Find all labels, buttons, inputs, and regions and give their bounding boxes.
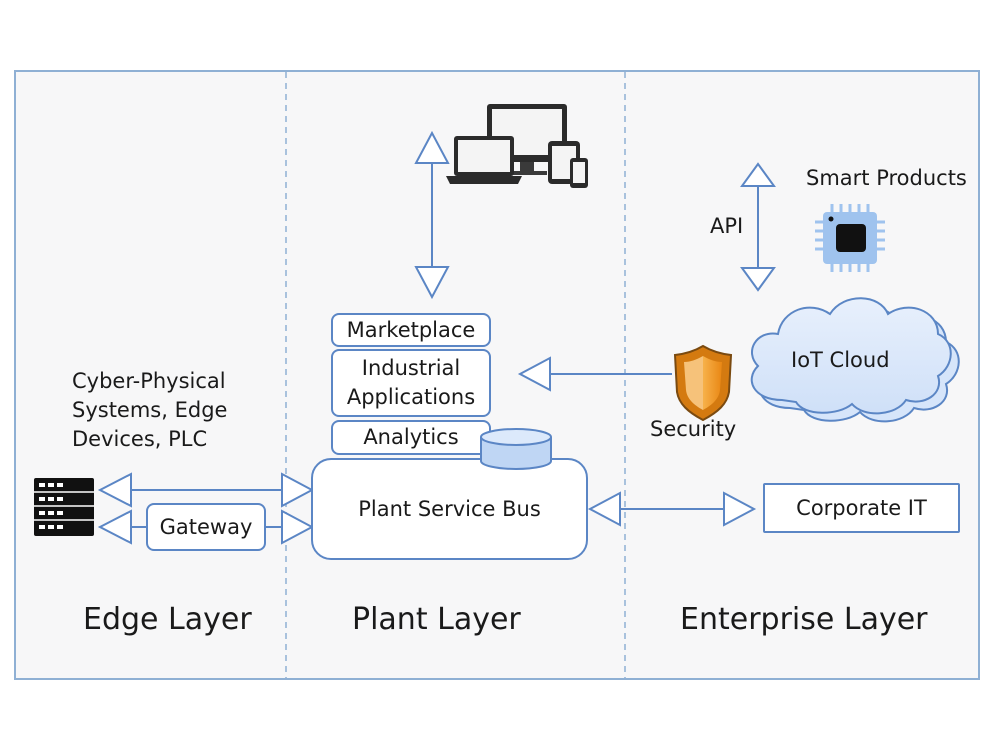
iot-cloud-label: IoT Cloud	[791, 348, 890, 372]
cloud-icon	[750, 297, 960, 423]
industrial-applications-label-line2: Applications	[346, 385, 476, 409]
analytics-box[interactable]: Analytics	[331, 420, 491, 455]
industrial-applications-label-line1: Industrial	[361, 356, 461, 380]
edge-devices-line1: Cyber-Physical	[72, 369, 226, 393]
corporate-it-label: Corporate IT	[796, 495, 927, 520]
devices-arrow	[414, 130, 450, 300]
edge-devices-label: Cyber-Physical Systems, Edge Devices, PL…	[72, 367, 227, 454]
industrial-applications-box[interactable]: Industrial Applications	[331, 349, 491, 417]
marketplace-box[interactable]: Marketplace	[331, 313, 491, 347]
shield-icon	[673, 344, 733, 422]
server-rack-icon	[34, 478, 94, 536]
security-label: Security	[650, 417, 737, 441]
marketplace-label: Marketplace	[346, 317, 476, 342]
plant-service-bus-label: Plant Service Bus	[358, 496, 541, 521]
enterprise-layer-title: Enterprise Layer	[680, 602, 928, 637]
edge-bus-arrow	[97, 472, 315, 508]
edge-devices-line2: Systems, Edge	[72, 398, 228, 422]
devices-icon	[446, 104, 588, 188]
analytics-label: Analytics	[363, 425, 459, 449]
plant-service-bus-box[interactable]: Plant Service Bus	[311, 458, 588, 560]
database-icon	[480, 428, 552, 470]
security-arrow	[517, 356, 672, 392]
api-label: API	[710, 214, 744, 238]
bus-corporate-arrow	[587, 491, 757, 527]
edge-devices-line3: Devices, PLC	[72, 427, 208, 451]
corporate-it-box[interactable]: Corporate IT	[763, 483, 960, 533]
plant-layer-title: Plant Layer	[352, 602, 521, 637]
gateway-label: Gateway	[159, 514, 253, 539]
edge-layer-title: Edge Layer	[83, 602, 252, 637]
gateway-arrow	[97, 509, 315, 545]
gateway-box[interactable]: Gateway	[146, 503, 266, 551]
smart-products-label: Smart Products	[806, 166, 967, 190]
api-arrow	[740, 162, 776, 292]
chip-icon	[815, 204, 885, 272]
